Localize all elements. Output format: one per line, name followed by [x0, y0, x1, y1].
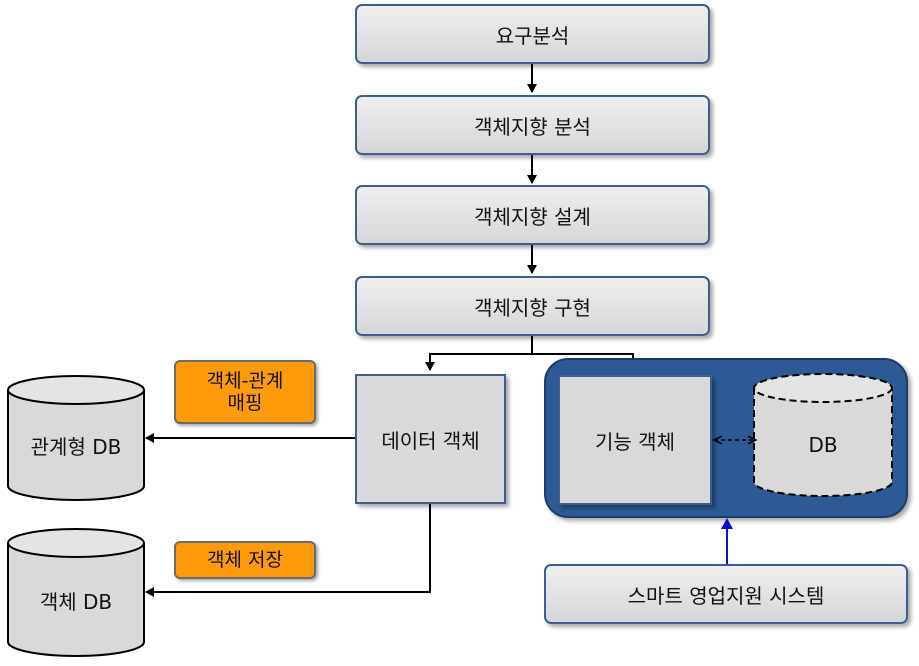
relational-db-label: 관계형 DB: [30, 434, 122, 459]
flow-step-implementation: 객체지향 구현: [355, 276, 710, 336]
object-db-label: 객체 DB: [39, 589, 113, 614]
data-object-box: 데이터 객체: [355, 374, 506, 504]
object-db-cylinder: [7, 528, 145, 657]
tag-object-storage: 객체 저장: [174, 541, 316, 579]
arrow-branch-data: [425, 335, 533, 371]
flow-step-requirements: 요구분석: [355, 4, 710, 64]
function-panel: 기능 객체 DB: [544, 358, 908, 518]
bidirectional-arrow: [710, 430, 760, 450]
inner-db-label: DB: [808, 433, 838, 457]
tag-object-relational-mapping: 객체-관계 매핑: [174, 360, 316, 424]
smart-sales-support-system: 스마트 영업지원 시스템: [544, 564, 908, 624]
inner-db-cylinder: [753, 373, 893, 497]
flow-step-design: 객체지향 설계: [355, 185, 710, 245]
relational-db-cylinder: [7, 375, 145, 501]
function-object-box: 기능 객체: [558, 375, 712, 505]
arrow-to-object-db: [145, 503, 431, 597]
arrow-system-to-panel: [721, 518, 733, 564]
flow-step-analysis: 객체지향 분석: [355, 95, 710, 155]
